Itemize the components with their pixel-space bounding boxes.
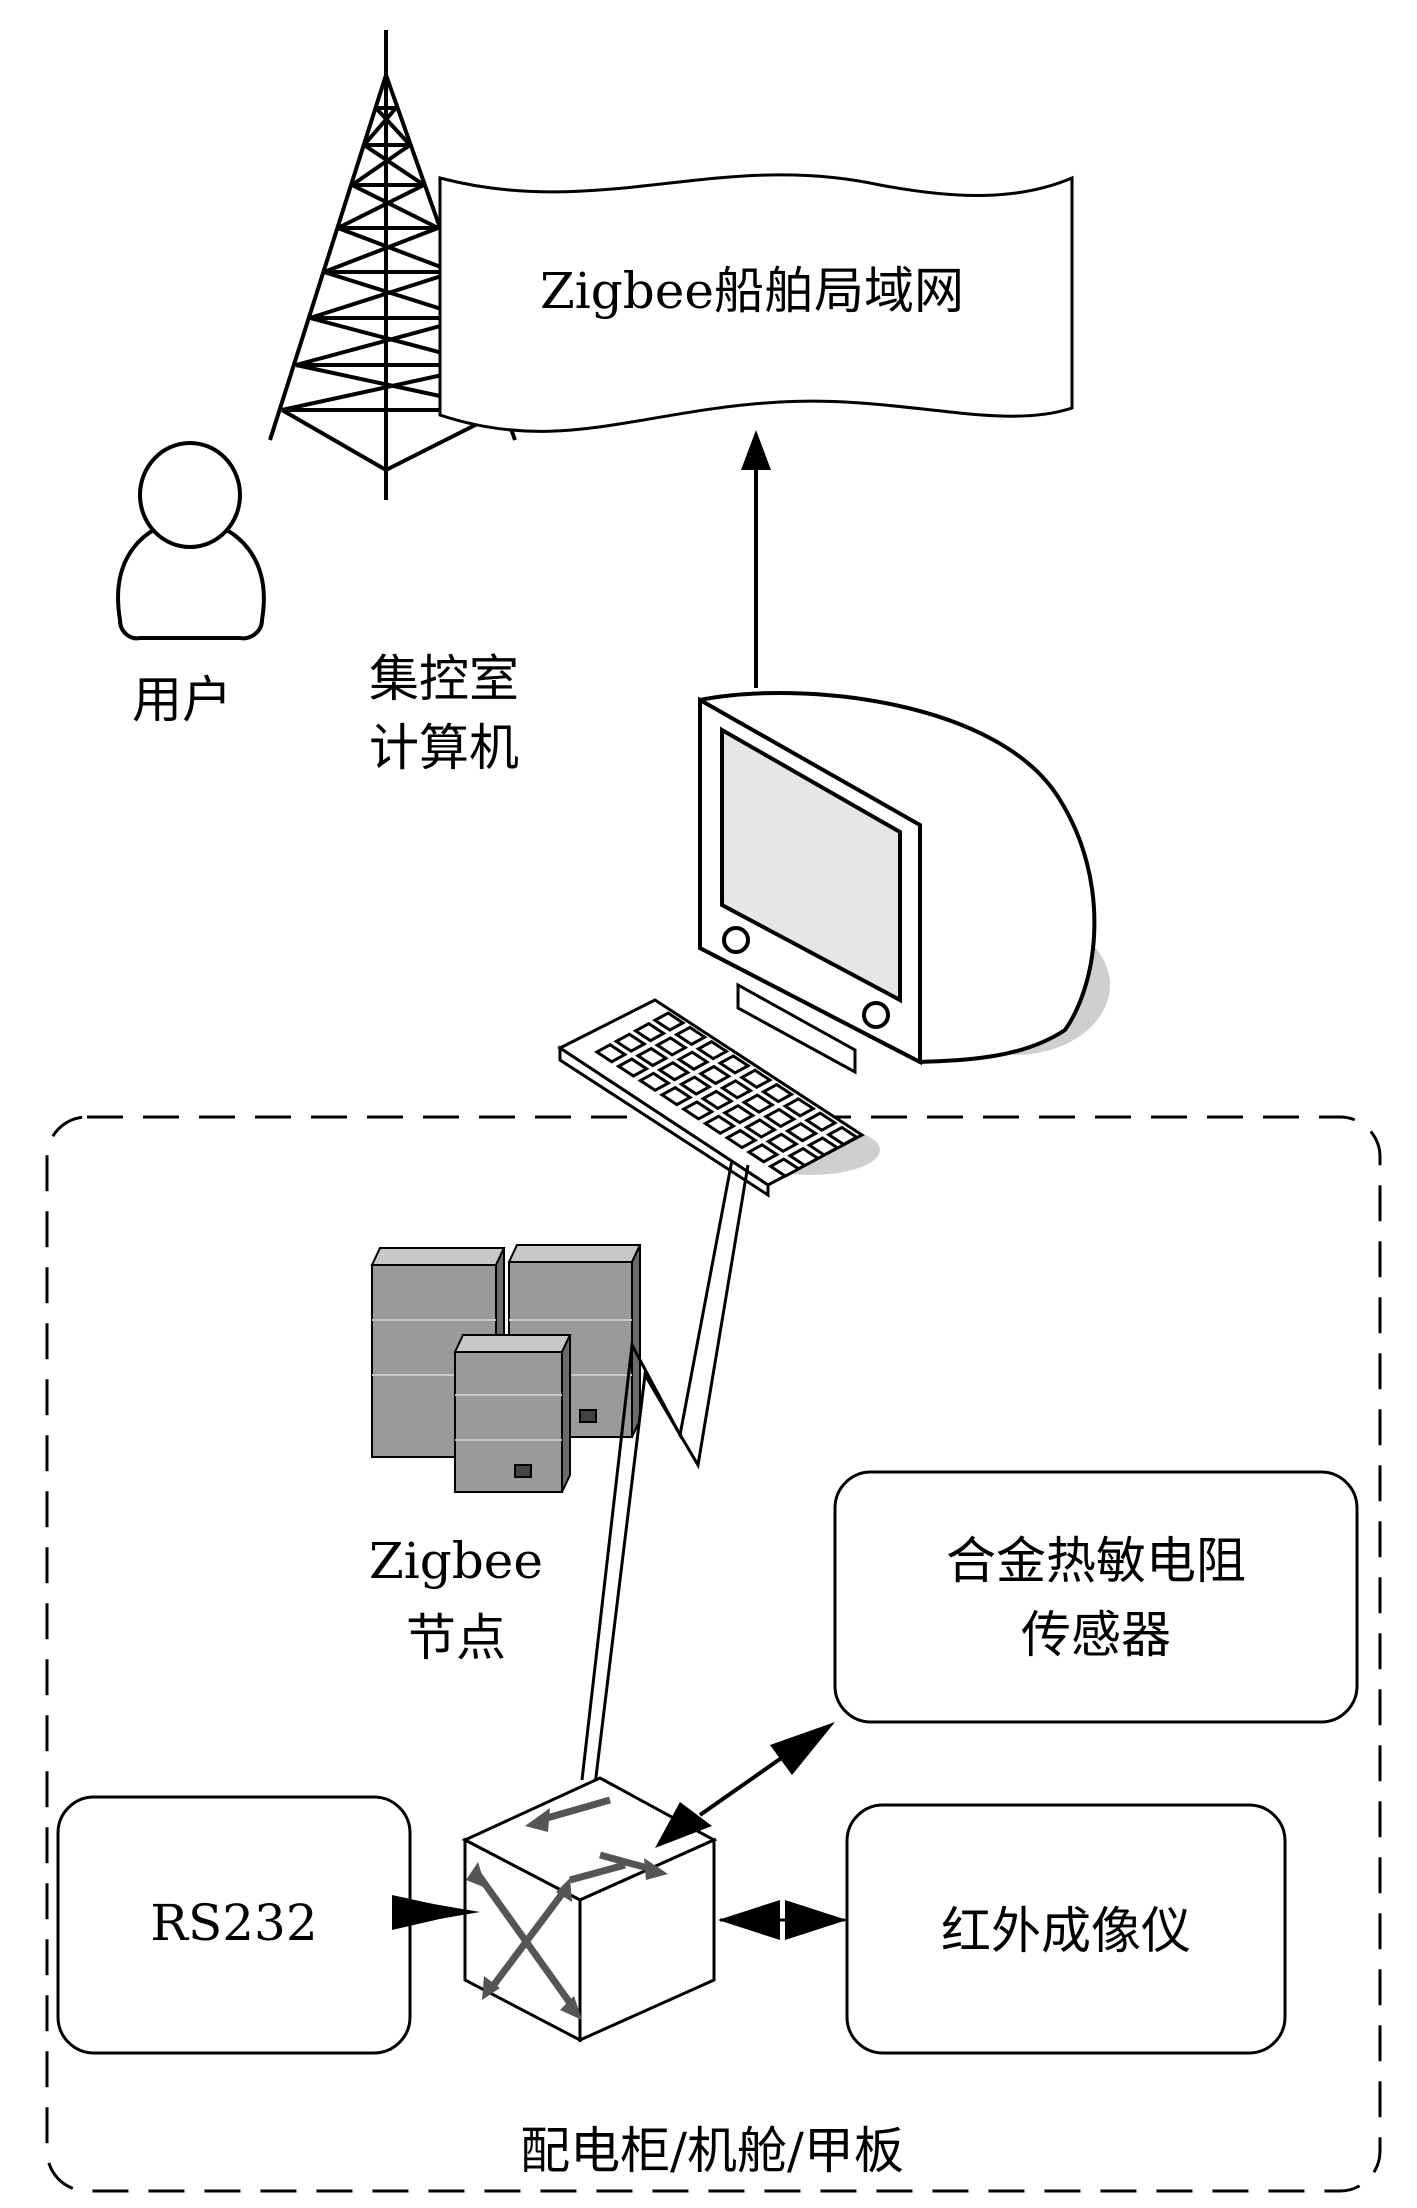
- keyboard-key: [782, 1097, 817, 1118]
- keyboard-key: [784, 1121, 819, 1143]
- keyboard-key: [659, 1085, 693, 1107]
- infrared-box: 红外成像仪: [845, 1803, 1287, 2055]
- node-label-line1: Zigbee: [369, 1532, 543, 1590]
- keyboard-key: [745, 1143, 780, 1164]
- keyboard-key: [804, 1111, 838, 1132]
- keyboard-key: [765, 1132, 800, 1153]
- switch-icon: [461, 1776, 718, 2043]
- keyboard-key: [721, 1103, 756, 1125]
- switch-sensor-arrow: [655, 1722, 835, 1848]
- keyboard-key: [678, 1075, 713, 1096]
- wireless-link: [580, 1159, 750, 1786]
- keyboard-key: [635, 1046, 669, 1068]
- user-label: 用户: [132, 671, 232, 729]
- keyboard-key: [700, 1089, 735, 1111]
- keyboard-icon: [557, 998, 880, 1198]
- keyboard-key: [741, 1093, 776, 1114]
- keyboard-key: [632, 1021, 667, 1043]
- computer-label-line2: 计算机: [369, 719, 519, 777]
- keyboard-key: [760, 1082, 795, 1104]
- keyboard-key: [762, 1107, 797, 1129]
- keyboard-key: [702, 1114, 737, 1135]
- user-icon: [116, 441, 266, 641]
- switch-infrared-arrow: [718, 1900, 847, 1940]
- sensor-label-line1: 合金热敏电阻: [946, 1532, 1246, 1590]
- keyboard-key: [738, 1068, 773, 1089]
- keyboard-key: [593, 1043, 628, 1064]
- keyboard-key: [676, 1050, 710, 1071]
- enclosure-label: 配电柜/机舱/甲板: [520, 2122, 904, 2180]
- keyboard-key: [717, 1054, 752, 1075]
- rs232-switch-arrow: [392, 1895, 480, 1930]
- keyboard-key: [743, 1118, 778, 1139]
- keyboard-key: [613, 1032, 648, 1053]
- sensor-box: 合金热敏电阻 传感器: [833, 1470, 1359, 1724]
- computer-to-network-arrow: [741, 430, 771, 688]
- computer-icon: [698, 691, 1110, 1075]
- keyboard-key: [695, 1039, 730, 1061]
- network-banner: Zigbee船舶局域网: [438, 173, 1074, 433]
- keyboard-key: [680, 1100, 715, 1121]
- keyboard-key: [652, 1011, 686, 1032]
- keyboard-key: [656, 1061, 691, 1082]
- keyboard-key: [767, 1157, 802, 1178]
- keyboard-key: [806, 1136, 841, 1157]
- sensor-label-line2: 传感器: [1021, 1606, 1171, 1664]
- rs232-box: RS232: [56, 1795, 412, 2055]
- computer-label-line1: 集控室: [369, 650, 519, 708]
- keyboard-key: [697, 1064, 732, 1086]
- keyboard-key: [615, 1057, 650, 1078]
- infrared-label: 红外成像仪: [941, 1902, 1191, 1960]
- keyboard-key: [654, 1036, 689, 1057]
- keyboard-key: [724, 1128, 759, 1150]
- keyboard-key: [719, 1079, 754, 1100]
- network-label: Zigbee船舶局域网: [540, 262, 964, 320]
- rs232-label: RS232: [150, 1894, 317, 1952]
- keyboard-key: [825, 1125, 860, 1147]
- keyboard-key: [673, 1025, 708, 1047]
- keyboard-key: [787, 1146, 821, 1168]
- server-icon: [370, 1244, 642, 1493]
- keyboard-key: [637, 1071, 672, 1093]
- node-label-line2: 节点: [406, 1609, 506, 1667]
